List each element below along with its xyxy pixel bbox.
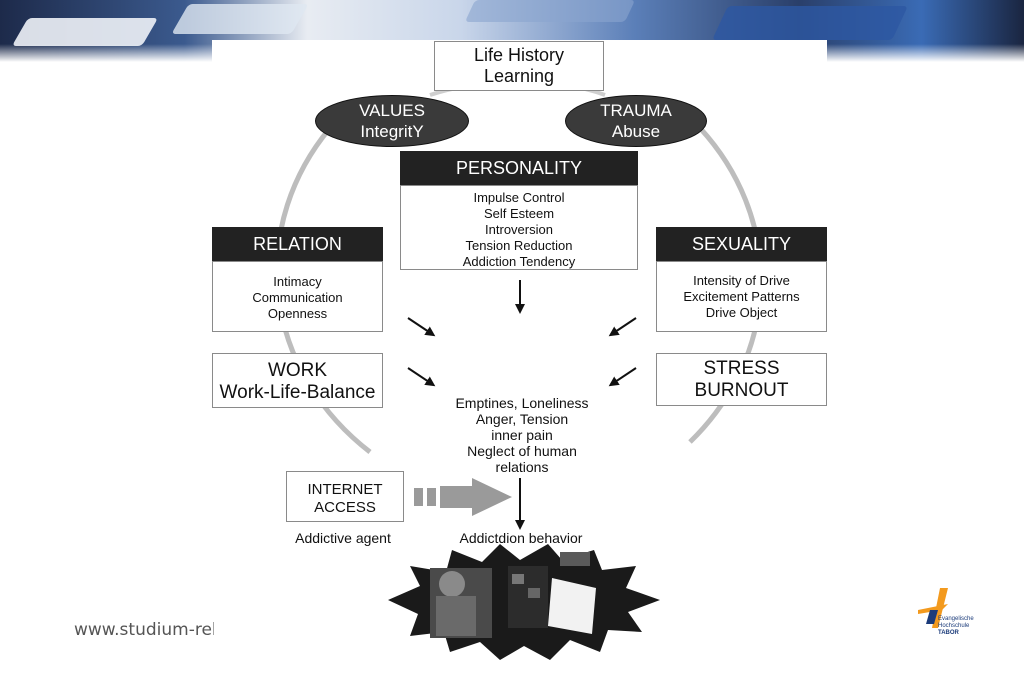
internet-arrow	[414, 478, 512, 516]
relation-box: Intimacy Communication Openness	[212, 261, 383, 332]
sexuality-item: Intensity of Drive	[693, 273, 790, 288]
life-history-line1: Life History	[473, 45, 565, 65]
addiction-behavior-label: Addictdion behavior	[459, 530, 583, 546]
personality-item: Addiction Tendency	[462, 254, 576, 269]
arrow-sexuality-in	[608, 317, 637, 337]
tabor-logo-icon	[918, 588, 948, 628]
values-line1: VALUES	[359, 101, 425, 120]
consequence-line: Neglect of human	[467, 443, 577, 459]
addictive-agent-caption: Addictive agent	[295, 530, 391, 546]
consequence-line: Emptines, Loneliness	[455, 395, 589, 411]
sexuality-header: SEXUALITY	[656, 227, 827, 261]
addict-starburst-photo	[388, 544, 660, 660]
stress-line1: STRESS	[703, 358, 780, 379]
consequence-line: relations	[495, 459, 549, 475]
values-line2: IntegritY	[360, 122, 424, 141]
logo-line2: Hochschule	[938, 623, 970, 629]
internet-line2: ACCESS	[314, 499, 376, 516]
personality-box: Impulse Control Self Esteem Introversion…	[400, 185, 638, 270]
consequence-line: Anger, Tension	[475, 411, 569, 427]
relation-item: Openness	[267, 306, 328, 321]
personality-item: Self Esteem	[483, 206, 555, 221]
life-history-line2: Learning	[483, 66, 555, 86]
website-url: www.studium-relig	[74, 620, 214, 640]
stress-line2: BURNOUT	[694, 380, 789, 401]
sexuality-item: Drive Object	[705, 305, 778, 320]
internet-line1: INTERNET	[307, 481, 383, 498]
trauma-line1: TRAUMA	[600, 101, 672, 120]
logo-line3: TABOR	[938, 630, 959, 636]
arrow-work-in	[407, 367, 436, 387]
logo-line1: Evangelische	[938, 616, 974, 622]
values-ellipse: VALUES IntegritY	[315, 95, 469, 147]
relation-title: RELATION	[253, 234, 342, 254]
sexuality-title: SEXUALITY	[691, 234, 792, 254]
life-history-box: Life History Learning	[434, 41, 604, 91]
work-line2: Work-Life-Balance	[219, 382, 376, 403]
arrow-stress-in	[608, 367, 637, 387]
personality-item: Tension Reduction	[465, 238, 573, 253]
internet-access-box: INTERNET ACCESS	[286, 471, 404, 522]
sexuality-box: Intensity of Drive Excitement Patterns D…	[656, 261, 827, 332]
sexuality-item: Excitement Patterns	[683, 289, 800, 304]
trauma-ellipse: TRAUMA Abuse	[565, 95, 707, 147]
logo-text: Evangelische Hochschule TABOR	[938, 616, 974, 637]
personality-title: PERSONALITY	[455, 158, 583, 178]
personality-header: PERSONALITY	[400, 151, 638, 185]
consequence-line: inner pain	[491, 427, 553, 443]
relation-item: Communication	[252, 290, 343, 305]
relation-header: RELATION	[212, 227, 383, 261]
relation-item: Intimacy	[273, 274, 322, 289]
work-box: WORK Work-Life-Balance	[212, 353, 383, 408]
personality-item: Impulse Control	[473, 190, 565, 205]
consequences-text: Emptines, Loneliness Anger, Tension inne…	[432, 395, 612, 475]
trauma-line2: Abuse	[611, 122, 661, 141]
arrow-relation-in	[407, 317, 436, 337]
personality-item: Introversion	[485, 222, 553, 237]
stress-box: STRESS BURNOUT	[656, 353, 827, 406]
work-line1: WORK	[267, 360, 328, 381]
